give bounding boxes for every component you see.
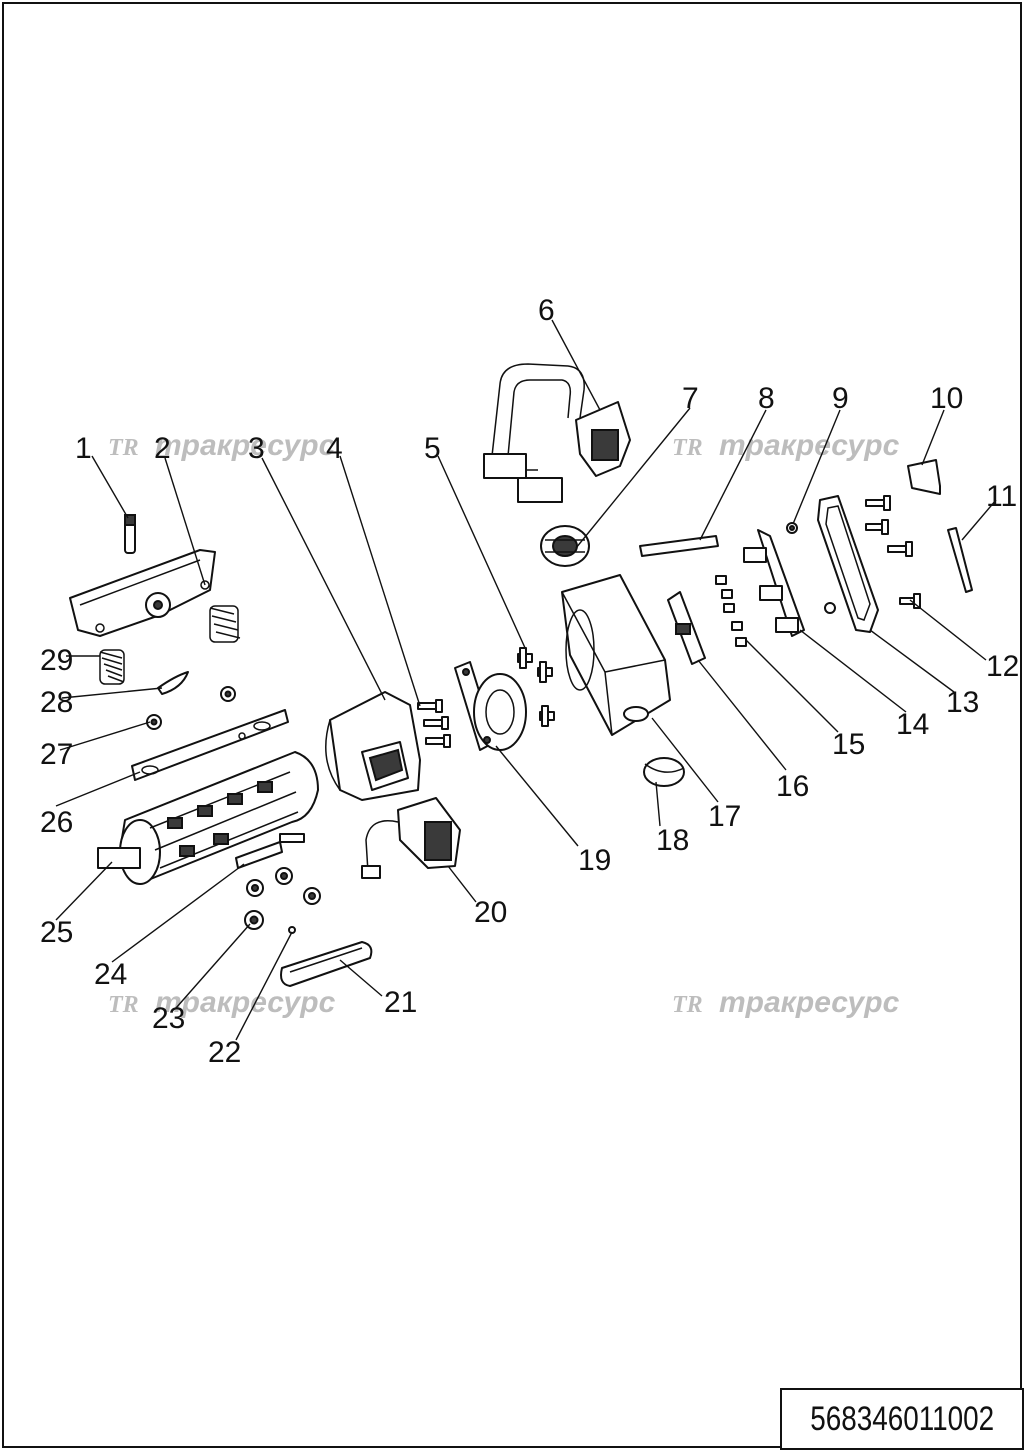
watermark-text: тракресурс [719,986,900,1019]
callout-16: 16 [776,770,809,803]
watermark-logo: TR [108,992,139,1018]
part-27-nut [146,686,236,730]
part-9-fastener [786,522,836,614]
part-29-spring [99,649,125,685]
part-24-small-plate [235,833,305,869]
callout-27: 27 [40,738,73,771]
callout-12: 12 [986,650,1019,683]
callout-14: 14 [896,708,929,741]
watermark-text: тракресурс [719,429,900,462]
part-5-bolts [517,647,555,727]
callout-8: 8 [758,382,775,415]
part-14-terminal-block [743,529,805,637]
part-17-main-housing [561,574,671,736]
part-1-pin [124,514,136,554]
drawing-code: 568346011002 [809,1399,994,1438]
callout-25: 25 [40,916,73,949]
callout-21: 21 [384,986,417,1019]
watermark-text: тракресурс [155,429,336,462]
callout-1: 1 [75,432,92,465]
callout-17: 17 [708,800,741,833]
watermark-bottom-right: TR тракресурс [672,986,900,1019]
part-20-switch [361,797,461,879]
callout-24: 24 [94,958,127,991]
part-7-gland-nut [540,525,590,567]
part-25-cam-drum [97,751,319,885]
callout-labels: 1 2 3 4 5 6 7 8 9 10 11 12 13 14 15 16 1… [40,294,1019,1069]
callout-10: 10 [930,382,963,415]
callout-26: 26 [40,806,73,839]
callout-13: 13 [946,686,979,719]
part-6-cable-connector [483,363,631,503]
callout-2: 2 [154,432,171,465]
watermark-top-right: TR тракресурс [672,429,900,462]
callout-18: 18 [656,824,689,857]
part-spring-right [209,605,241,643]
callout-28: 28 [40,686,73,719]
callout-9: 9 [832,382,849,415]
part-18-cap [643,757,685,787]
part-12-screws [865,495,921,609]
part-2-cover-plate [69,549,216,637]
callout-22: 22 [208,1036,241,1069]
leader-lines [55,319,997,1041]
part-19-flange [454,661,527,751]
callout-4: 4 [326,432,343,465]
part-23-nuts [244,867,321,930]
part-21-pad [280,941,373,987]
callout-19: 19 [578,844,611,877]
callout-6: 6 [538,294,555,327]
callout-15: 15 [832,728,865,761]
part-13-cover-plate [817,495,879,633]
part-8-rod [639,535,719,557]
callout-5: 5 [424,432,441,465]
part-15-screws [715,575,747,647]
part-26-strip [131,709,289,781]
callout-3: 3 [248,432,265,465]
part-11-label [947,527,973,593]
drawing-code-box: 568346011002 [780,1388,1024,1450]
callout-7: 7 [682,382,699,415]
callout-11: 11 [986,480,1017,513]
watermark-text: тракресурс [155,986,336,1019]
part-28-clip [157,671,189,695]
part-16-gasket [667,591,706,665]
watermark-bottom-left: TR тракресурс [108,986,336,1019]
part-3-housing [325,691,421,801]
part-4-screws [417,699,451,748]
part-10-bracket [907,459,941,495]
watermark-logo: TR [672,992,703,1018]
watermark-logo: TR [672,435,703,461]
watermark-logo: TR [108,435,139,461]
watermark-top-left: TR тракресурс [108,429,336,462]
callout-23: 23 [152,1002,185,1035]
callout-29: 29 [40,644,73,677]
callout-20: 20 [474,896,507,929]
